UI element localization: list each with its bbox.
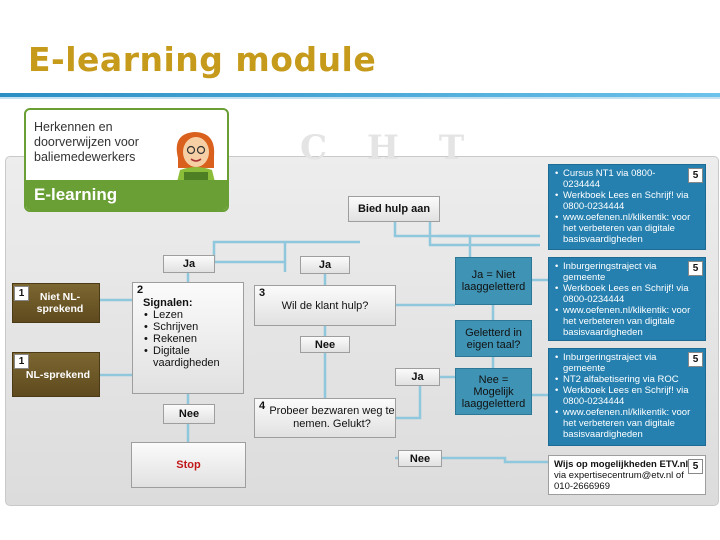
step-number: 4 [259,400,266,412]
logo-text: Herkennen en doorverwijzen voor baliemed… [34,120,139,165]
stop-label: Stop [176,459,201,471]
background-letters: C H T [300,128,479,168]
referral-item: Inburgeringstraject via gemeente [555,261,691,283]
logo-line: baliemedewerkers [34,150,136,164]
signal-item: Lezen [144,309,243,321]
objections-label: Probeer bezwaren weg te nemen. Gelukt? [269,405,395,430]
signals-heading: Signalen: [143,297,193,309]
referral-item: Werkboek Lees en Schrijf! via 0800-02344… [555,385,691,407]
referral-item: Inburgeringstraject via gemeente [555,352,691,374]
logo-band: E-learning [26,180,227,210]
stop-box[interactable]: Stop [131,442,246,488]
answer-no-objections[interactable]: Nee [398,450,442,467]
step-number: 1 [14,354,29,369]
signal-item: Rekenen [144,333,243,345]
referral-item: Cursus NT1 via 0800-0234444 [555,168,691,190]
referral-item: Werkboek Lees en Schrijf! via 0800-02344… [555,283,691,305]
title-divider [0,93,720,97]
referral-item: www.oefenen.nl/klikentik: voor het verbe… [555,212,691,245]
step-number: 3 [259,287,266,299]
non-speaker-label: Niet NL-sprekend [36,291,84,315]
referral-box-1[interactable]: Cursus NT1 via 0800-0234444 Werkboek Lee… [548,164,706,250]
step-number: 5 [688,459,703,474]
not-low-literate-box[interactable]: Ja = Niet laaggeletterd [455,257,532,305]
etv-line: 010-2666969 [554,481,610,492]
referral-box-3[interactable]: Inburgeringstraject via gemeente NT2 alf… [548,348,706,446]
signal-item: Schrijven [144,321,243,333]
ask-help-label: Wil de klant hulp? [281,299,369,312]
step-number: 2 [137,284,144,296]
objections-box[interactable]: Probeer bezwaren weg te nemen. Gelukt? [254,398,396,438]
ask-help-box[interactable]: Wil de klant hulp? [254,285,396,326]
step-number: 5 [688,261,703,276]
referral-item: Werkboek Lees en Schrijf! via 0800-02344… [555,190,691,212]
possibly-low-literate-box[interactable]: Nee = Mogelijk laaggeletterd [455,368,532,415]
answer-no-signals[interactable]: Nee [163,404,215,424]
logo-line: doorverwijzen voor [34,135,139,149]
teacher-illustration-icon [176,132,216,186]
signal-item: Digitale vaardigheden [144,345,243,369]
elearning-logo: Herkennen en doorverwijzen voor baliemed… [24,108,229,212]
answer-yes-help[interactable]: Ja [300,256,350,274]
step-number: 1 [14,286,29,301]
etv-line: Wijs op mogelijkheden ETV.nl [554,459,689,470]
page-title: E-learning module [28,40,377,79]
non-speaker-box[interactable]: Niet NL-sprekend [12,283,100,323]
logo-band-label: E-learning [34,185,118,204]
step-number: 5 [688,168,703,183]
speaker-label: NL-sprekend [25,368,91,381]
referral-box-2[interactable]: Inburgeringstraject via gemeente Werkboe… [548,257,706,341]
step-number: 5 [688,352,703,367]
offer-help-box[interactable]: Bied hulp aan [348,196,440,222]
referral-item: NT2 alfabetisering via ROC [555,374,691,385]
etv-line: via expertisecentrum@etv.nl of [554,470,684,481]
answer-no-help[interactable]: Nee [300,336,350,353]
answer-yes-objections[interactable]: Ja [395,368,440,386]
literate-own-language-box[interactable]: Geletterd in eigen taal? [455,320,532,357]
referral-item: www.oefenen.nl/klikentik: voor het verbe… [555,305,691,338]
referral-item: www.oefenen.nl/klikentik: voor het verbe… [555,407,691,440]
not-low-literate-label: Ja = Niet laaggeletterd [461,269,526,293]
title-divider-shadow [0,97,720,99]
possibly-low-literate-label: Nee = Mogelijk laaggeletterd [461,373,526,410]
answer-yes-signals[interactable]: Ja [163,255,215,273]
etv-referral-box[interactable]: Wijs op mogelijkheden ETV.nl via experti… [548,455,706,495]
signals-box[interactable]: Signalen: Lezen Schrijven Rekenen Digita… [132,282,244,394]
literate-own-language-label: Geletterd in eigen taal? [465,326,522,351]
logo-line: Herkennen en [34,120,113,134]
